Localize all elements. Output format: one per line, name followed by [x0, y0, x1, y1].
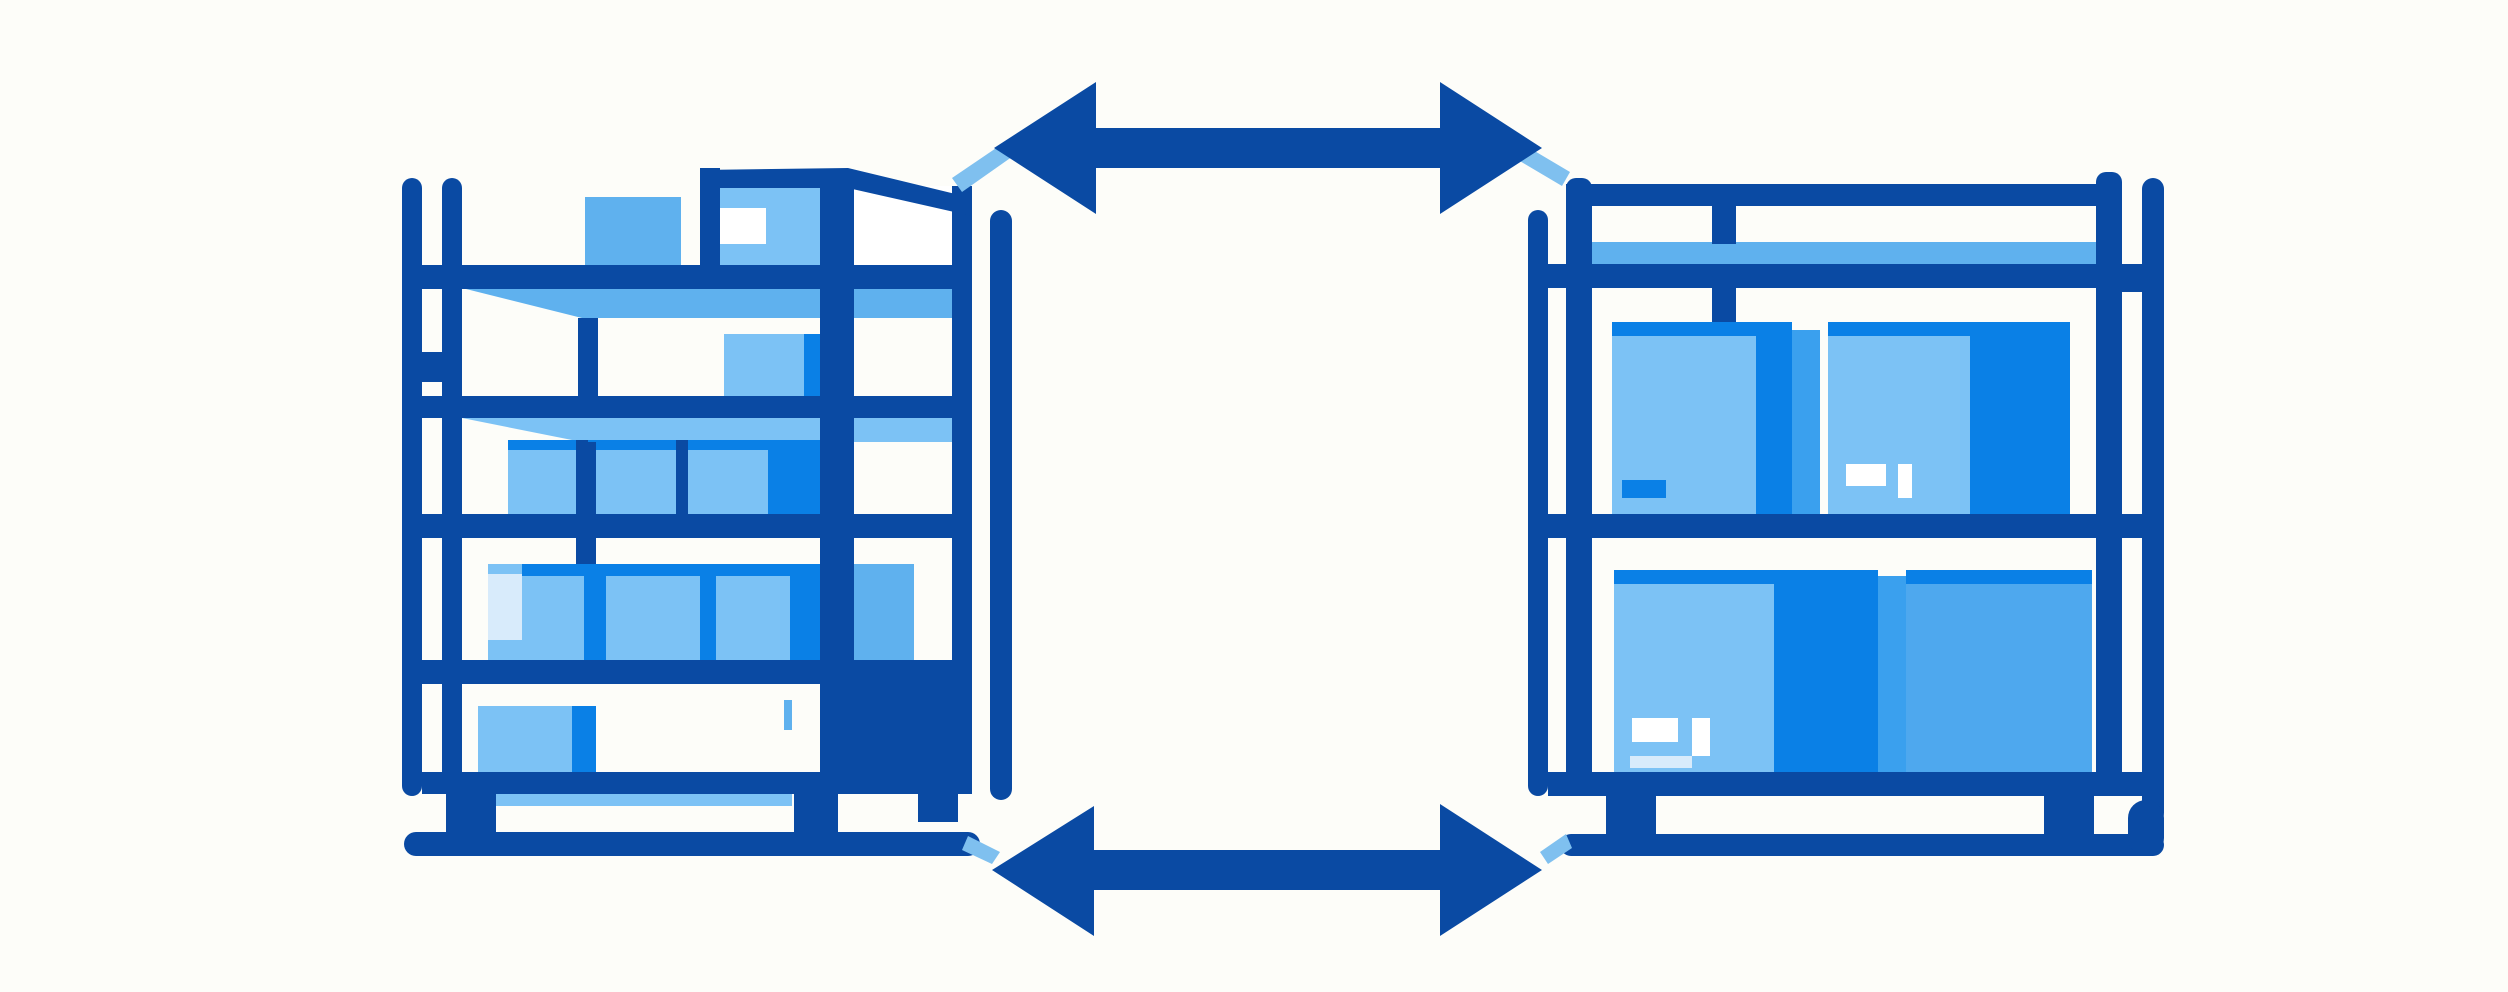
right-rack-boxes	[1590, 242, 2096, 772]
box-stripe	[1970, 322, 2070, 514]
box	[852, 564, 914, 660]
box-stripe	[1878, 576, 1906, 772]
box-stripe	[676, 440, 688, 516]
box-stripe	[1774, 570, 1878, 772]
box-stripe	[572, 706, 596, 772]
box	[478, 706, 578, 772]
box-label	[1632, 718, 1678, 742]
left-storage-rack-icon	[402, 168, 1012, 856]
box-label	[716, 208, 766, 244]
shelf-plane	[462, 288, 952, 318]
right-rack-frame	[1528, 172, 2164, 856]
box	[1906, 574, 2092, 772]
box-stripe	[1792, 330, 1820, 514]
box-edge	[1828, 322, 1970, 336]
bottom-double-headed-arrow-icon	[992, 804, 1542, 936]
box-stripe	[784, 700, 792, 730]
shelf-plane	[462, 418, 952, 442]
box-stripe	[804, 334, 820, 396]
box-label	[1898, 464, 1912, 498]
box-edge	[1612, 322, 1756, 336]
base-strip	[496, 792, 792, 806]
box-pale	[488, 574, 522, 640]
box-stripe	[1756, 322, 1792, 514]
box-label	[1630, 756, 1692, 768]
box-label	[1622, 480, 1666, 498]
box-label	[1846, 464, 1886, 486]
box	[585, 197, 681, 265]
shelf-plane	[1590, 242, 2096, 264]
right-storage-rack-icon	[1528, 172, 2164, 856]
top-double-headed-arrow-icon	[994, 82, 1542, 214]
box-edge	[1614, 570, 1774, 584]
box-stripe	[700, 574, 716, 660]
box-edge	[522, 564, 820, 576]
box	[488, 564, 820, 660]
box-edge	[508, 440, 820, 450]
box-stripe	[790, 574, 820, 660]
left-rack-frame	[402, 168, 1012, 856]
box-label	[1692, 718, 1710, 756]
connector-lines	[952, 140, 1572, 864]
box-stripe	[768, 450, 820, 516]
box-edge	[1906, 570, 2092, 584]
box-stripe	[584, 574, 606, 660]
